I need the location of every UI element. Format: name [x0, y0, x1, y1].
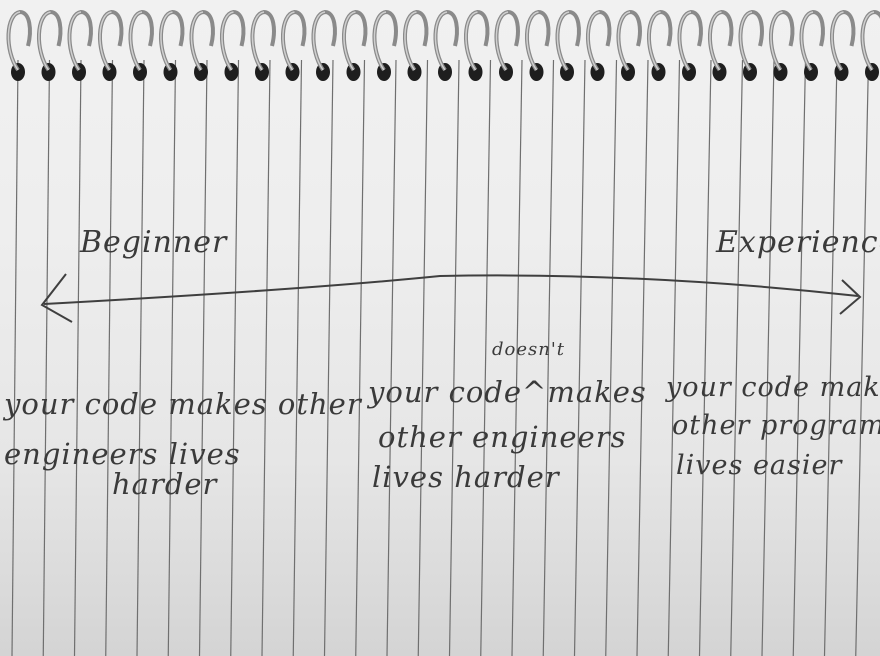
ruled-line	[730, 59, 744, 656]
spiral-loop	[341, 9, 368, 81]
ruled-line	[480, 59, 492, 656]
ruled-line	[198, 59, 208, 656]
ruled-line	[105, 59, 114, 656]
spiral-loop	[555, 9, 581, 81]
experienced-label: Experienced	[716, 225, 880, 260]
arrow-head-right	[839, 279, 862, 315]
ruled-line	[167, 59, 177, 656]
spiral-loop	[677, 9, 703, 81]
right-note-line: lives easier	[676, 450, 843, 481]
ruled-line	[11, 59, 19, 656]
spiral-loop	[707, 9, 734, 81]
arrow-shaft	[43, 274, 859, 305]
spiral-binding-icon	[6, 9, 880, 81]
ruled-line	[73, 59, 82, 656]
spiral-loop	[494, 9, 520, 81]
spiral-loop	[36, 9, 63, 81]
arrow-head-left	[40, 273, 73, 323]
spiral-loop	[646, 9, 673, 81]
ruled-line	[542, 59, 555, 656]
spiral-loop	[158, 9, 185, 81]
ruled-line	[448, 59, 460, 656]
spiral-loop	[524, 9, 551, 81]
ruled-line	[823, 59, 838, 656]
ruled-line	[573, 59, 586, 656]
spiral-loop	[738, 9, 764, 81]
spiral-loop	[402, 9, 429, 81]
spiral-loop	[250, 9, 276, 81]
ruled-line	[355, 59, 366, 656]
spiral-loop	[280, 9, 307, 81]
ruled-line	[292, 59, 303, 656]
ruled-line	[636, 59, 649, 656]
ruled-line	[761, 59, 775, 656]
spiral-loop	[585, 9, 612, 81]
left-note-line: engineers lives	[4, 437, 241, 471]
left-note-line: your code makes other	[4, 387, 362, 421]
spiral-loop	[128, 9, 154, 81]
ruled-line	[667, 59, 681, 656]
spiral-loop	[219, 9, 246, 81]
ruled-line	[605, 59, 618, 656]
right-note-line: your code makes	[666, 372, 880, 403]
ruled-line	[386, 59, 397, 656]
spiral-loop	[6, 9, 32, 81]
spiral-loop	[768, 9, 795, 81]
ruled-line	[323, 59, 334, 656]
ruled-line	[855, 59, 870, 656]
spiral-loop	[829, 9, 856, 81]
spiral-loop	[799, 9, 825, 81]
spiral-loop	[616, 9, 642, 81]
ruled-line	[230, 59, 240, 656]
ruled-line	[136, 59, 145, 656]
spiral-loop	[311, 9, 337, 81]
spiral-loop	[463, 9, 490, 81]
middle-note-line: other engineers	[378, 420, 627, 454]
spiral-loop	[860, 9, 880, 81]
middle-note-line: your code^makes	[368, 375, 647, 409]
ruled-line	[511, 59, 523, 656]
middle-note-insertion: doesn't	[492, 339, 566, 360]
ruled-line	[417, 59, 429, 656]
beginner-label: Beginner	[80, 225, 228, 260]
spiral-loop	[97, 9, 124, 81]
middle-note-line: lives harder	[372, 460, 560, 494]
spiral-loop	[372, 9, 398, 81]
left-note-line: harder	[112, 467, 218, 501]
ruled-line	[261, 59, 271, 656]
spiral-loop	[189, 9, 215, 81]
ruled-line	[792, 59, 807, 656]
spiral-loop	[67, 9, 93, 81]
spiral-loop	[433, 9, 459, 81]
right-note-line: other programmers	[672, 410, 880, 441]
ruled-line	[698, 59, 712, 656]
ruled-line	[42, 59, 51, 656]
